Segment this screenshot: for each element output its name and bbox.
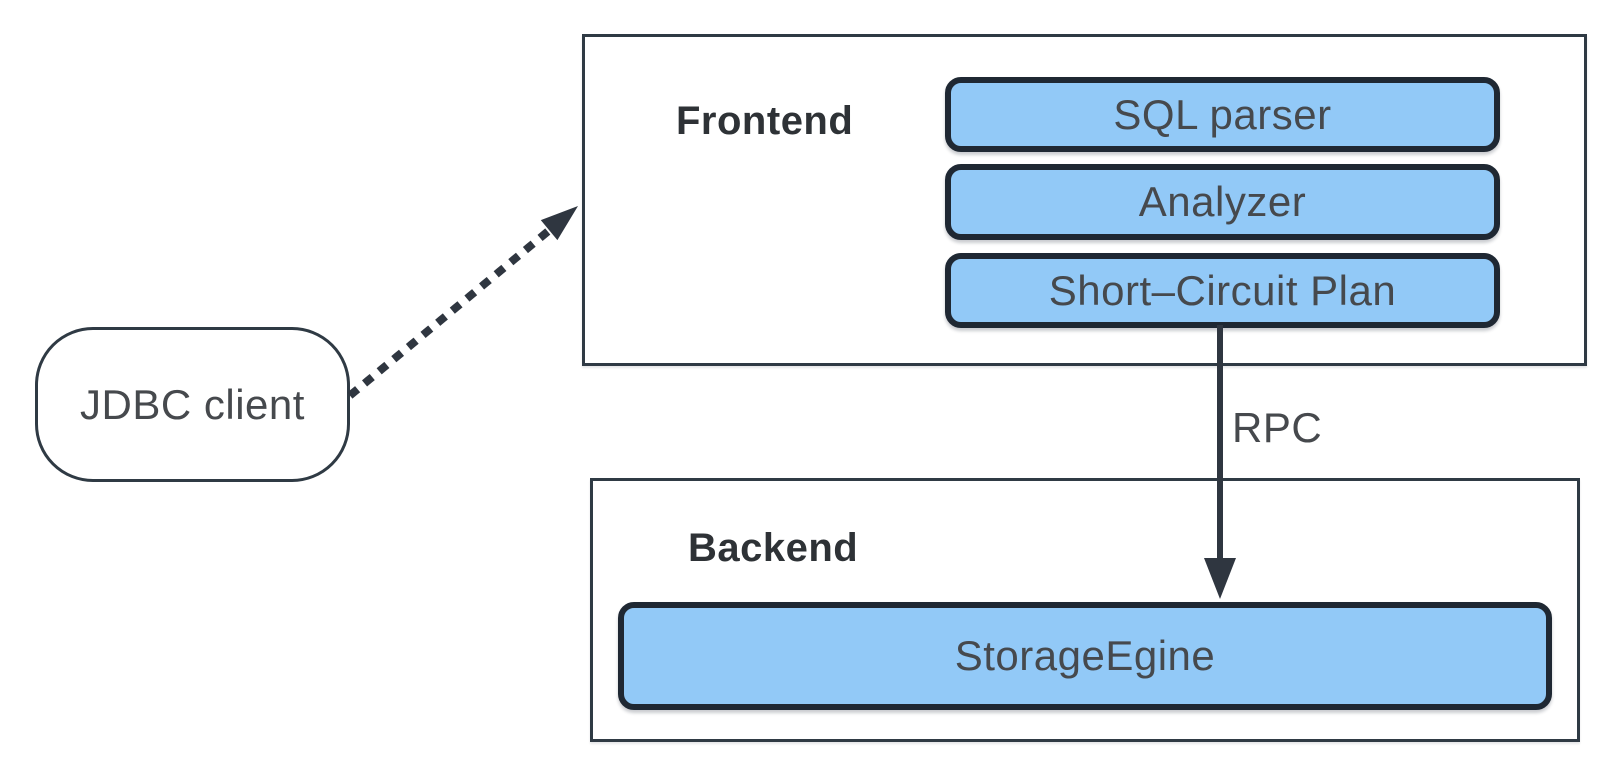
frontend-group-title: Frontend bbox=[676, 99, 854, 143]
frontend-group-box: Frontend bbox=[582, 34, 1587, 366]
node-jdbc-client: JDBC client bbox=[35, 327, 350, 482]
backend-group-box: Backend bbox=[590, 478, 1580, 742]
node-storage-engine: StorageEgine bbox=[618, 602, 1552, 710]
jdbc-to-frontend-arrow bbox=[347, 206, 578, 399]
backend-group-title: Backend bbox=[688, 526, 859, 570]
node-analyzer: Analyzer bbox=[945, 164, 1500, 240]
node-sql-parser: SQL parser bbox=[945, 77, 1500, 152]
node-short-circuit-plan: Short–Circuit Plan bbox=[945, 253, 1500, 328]
rpc-edge-label: RPC bbox=[1232, 404, 1323, 451]
